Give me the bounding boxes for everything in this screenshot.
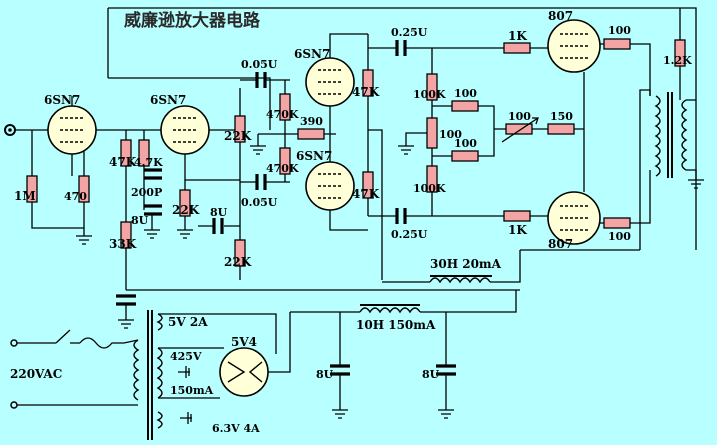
resistor-100-b bbox=[451, 150, 479, 162]
label-tube-807-a: 807 bbox=[548, 9, 573, 23]
label-200p: 200P bbox=[131, 186, 162, 199]
feedback-wire bbox=[108, 7, 697, 250]
label-1m: 1M bbox=[14, 189, 36, 203]
tube-807-b bbox=[547, 191, 601, 245]
label-8u-c: 8U bbox=[316, 368, 334, 381]
label-100-pot: 100 bbox=[439, 128, 462, 141]
label-47k-c: 47K bbox=[352, 187, 380, 201]
circuit-title: 威廉逊放大器电路 bbox=[124, 10, 261, 31]
label-choke-10h: 10H 150mA bbox=[356, 318, 436, 332]
choke-30h bbox=[429, 277, 491, 284]
label-025u-b: 0.25U bbox=[391, 228, 428, 241]
resistor-470 bbox=[78, 175, 90, 203]
adjust-arrow-icon bbox=[501, 117, 539, 143]
label-470: 470 bbox=[64, 190, 87, 203]
output-transformer-secondary bbox=[681, 99, 688, 171]
choke-10h bbox=[359, 307, 421, 314]
resistor-100-var bbox=[505, 123, 533, 135]
label-150: 150 bbox=[550, 110, 573, 123]
label-100-g1: 100 bbox=[608, 24, 631, 37]
label-1k-b: 1K bbox=[508, 223, 527, 237]
label-005u-a: 0.05U bbox=[241, 58, 278, 71]
label-mains: 220VAC bbox=[10, 367, 62, 381]
output-transformer-primary bbox=[654, 95, 661, 177]
label-8u-b: 8U bbox=[210, 206, 228, 219]
label-8u-a: 8U bbox=[131, 214, 149, 227]
ground-icon bbox=[76, 228, 92, 245]
label-tap-150ma: 150mA bbox=[170, 384, 214, 397]
label-100-var: 100 bbox=[508, 110, 531, 123]
resistor-390 bbox=[297, 128, 325, 140]
power-switch-icon bbox=[17, 329, 80, 344]
label-100-a: 100 bbox=[454, 87, 477, 100]
resistor-1m bbox=[26, 175, 38, 203]
label-1k-a: 1K bbox=[508, 29, 527, 43]
label-4k7: 4.7K bbox=[134, 156, 163, 169]
label-22k-c: 22K bbox=[224, 255, 252, 269]
label-tube-807-b: 807 bbox=[548, 237, 573, 251]
label-tap-5v: 5V 2A bbox=[168, 315, 208, 329]
resistor-100-g1 bbox=[603, 38, 631, 50]
label-47k-b: 47K bbox=[352, 85, 380, 99]
label-8u-d: 8U bbox=[422, 368, 440, 381]
label-025u-a: 0.25U bbox=[391, 26, 428, 39]
tube-807-a bbox=[547, 19, 601, 73]
label-tube-v3a: 6SN7 bbox=[294, 47, 330, 61]
label-470k-a: 470K bbox=[266, 108, 299, 121]
power-transformer-primary bbox=[133, 339, 140, 401]
resistor-100-g2 bbox=[603, 217, 631, 229]
label-tube-v3b: 6SN7 bbox=[296, 149, 332, 163]
label-100-b: 100 bbox=[454, 137, 477, 150]
label-100k-b: 100K bbox=[413, 182, 446, 195]
label-tap-63v: 6.3V 4A bbox=[212, 422, 260, 435]
label-22k-b: 22K bbox=[224, 129, 252, 143]
label-22k-a: 22K bbox=[172, 203, 200, 217]
resistor-1k-a bbox=[503, 42, 531, 54]
label-100k-a: 100K bbox=[413, 88, 446, 101]
label-005u-b: 0.05U bbox=[241, 196, 278, 209]
label-tap-425v: 425V bbox=[170, 350, 202, 363]
label-1k2: 1.2K bbox=[663, 54, 692, 67]
label-470k-b: 470K bbox=[266, 162, 299, 175]
resistor-100-a bbox=[451, 100, 479, 112]
label-100-g2: 100 bbox=[608, 230, 631, 243]
resistor-1k-b bbox=[503, 210, 531, 222]
label-tube-5v4: 5V4 bbox=[231, 335, 257, 349]
label-tube-v2: 6SN7 bbox=[150, 93, 186, 107]
label-33k: 33K bbox=[109, 237, 137, 251]
label-choke-30h: 30H 20mA bbox=[430, 257, 502, 271]
label-390: 390 bbox=[300, 115, 323, 128]
resistor-100-pot bbox=[426, 117, 438, 149]
label-tube-v1: 6SN7 bbox=[44, 93, 80, 107]
fuse-icon bbox=[79, 337, 124, 349]
resistor-150 bbox=[547, 123, 575, 135]
label-47k-a: 47K bbox=[109, 155, 137, 169]
